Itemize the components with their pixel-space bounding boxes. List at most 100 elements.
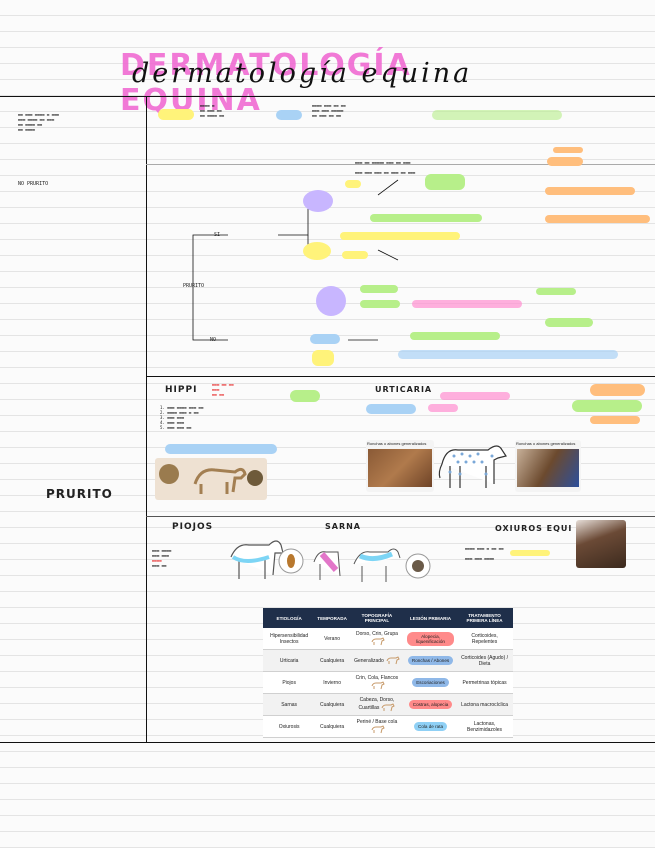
sarna-drawings (313, 548, 431, 582)
header-tratamiento: TRATAMIENTO PRIMERA LÍNEA (456, 608, 513, 628)
section-hipersensibilidad: HIPPI (165, 385, 198, 395)
bubble-purple (303, 190, 333, 212)
highlight-orange (547, 157, 583, 166)
piojos-notes: ▬▬▬ ▬▬▬▬▬▬▬ ▬▬▬▬▬▬▬▬▬▬ ▬▬ (152, 548, 172, 568)
oxiuros-notes: ▬▬▬▬ ▬▬▬ ▬ ▬▬ ▬▬▬▬▬ ▬▬▬ ▬▬▬▬ (465, 546, 504, 561)
header-topografia: TOPOGRAFÍA PRINCIPAL (348, 608, 405, 628)
highlight-orange (590, 384, 645, 396)
lesion-badge: Ronchas / Abones (407, 656, 454, 665)
cell-lesion: Ronchas / Abones (404, 649, 457, 672)
sidebar-note: ▬▬ ▬▬▬ ▬▬▬▬ ▬ ▬▬▬▬▬▬ ▬▬▬▬ ▬▬ ▬▬▬▬▬ ▬▬▬▬ … (18, 112, 59, 132)
margin-line (146, 96, 147, 742)
cell-tratamiento: Corticoides, Repelentes (456, 628, 513, 650)
urticaria-caption-left: Ronchas o abones generalizados (367, 441, 427, 446)
topografia-text: Periné / Base cola (356, 719, 398, 725)
hipp-image (155, 458, 267, 500)
red-note: ▬▬▬ ▬▬ ▬▬▬▬▬▬▬ ▬▬ (212, 382, 234, 397)
highlight-pink (412, 300, 522, 308)
highlight-pink (428, 404, 458, 412)
header-temporada: TEMPORADA (315, 608, 349, 628)
lesion-badge: Alopecia, liquenificación (406, 631, 455, 646)
cell-tratamiento: Permetrinas tópicas (456, 671, 513, 694)
highlight-yellow (342, 251, 368, 259)
cell-lesion: Alopecia, liquenificación (404, 628, 457, 650)
cell-lesion: Escoriaciones (404, 671, 457, 694)
note: ▬▬▬▬ ▬▬▬ ▬▬ ▬▬▬▬▬ ▬▬▬ ▬▬▬▬▬▬▬ ▬▬▬ ▬▬ ▬▬ (312, 103, 346, 118)
cell-topografia: Crin, Cola, Flancos (348, 671, 405, 694)
highlight-orange (545, 215, 650, 223)
section-divider (146, 516, 655, 517)
hipp-notes: 1. ▬▬▬ ▬▬▬▬ ▬▬▬ ▬▬2. ▬▬▬▬ ▬▬▬ ▬ ▬▬3. ▬▬▬… (160, 405, 204, 430)
cell-etiologia: Urticaria (263, 649, 316, 672)
highlight-green (370, 214, 482, 222)
highlight-blue (366, 404, 416, 414)
highlight-green (360, 285, 398, 293)
highlight-green (410, 332, 500, 340)
highlight-green (536, 288, 576, 295)
cell-lesion: Costras, alopecia (404, 693, 457, 716)
cell-topografia: Periné / Base cola (348, 715, 405, 738)
highlight-green (545, 318, 593, 327)
highlight-green (572, 400, 642, 412)
cell-temporada: Verano (315, 628, 349, 650)
sidebar-no-prurito: NO PRURITO (18, 181, 49, 187)
cell-etiologia: Oxiurosis (263, 715, 316, 738)
lesion-badge: Costras, alopecia (408, 700, 453, 709)
tree-root: PRURITO (183, 283, 205, 289)
highlight-pink (440, 392, 510, 400)
highlight-orange (545, 187, 635, 195)
cell-etiologia: Piojos (263, 671, 316, 694)
horse-icon (381, 703, 396, 712)
tree-si: SI (214, 232, 221, 238)
bubble-yellow (303, 242, 331, 260)
cell-temporada: Cualquiera (315, 649, 349, 672)
piojos-horse-drawing (230, 540, 304, 579)
header-etiologia: ETIOLOGÍA (263, 608, 316, 628)
section-divider (146, 376, 655, 377)
cell-topografia: Cabeza, Dorso, Cuartillas (348, 693, 405, 716)
horse-icon (159, 464, 263, 494)
page-title: DERMATOLOGÍA EQUINA dermatología equina (120, 48, 510, 118)
highlight-orange (553, 147, 583, 153)
cell-tratamiento: Corticoides (Agudo) / Dieta (456, 649, 513, 672)
horse-icon (371, 681, 385, 690)
tree-no: NO (210, 337, 217, 343)
sidebar-prurito: PRURITO (46, 487, 113, 501)
section-piojos: PIOJOS (172, 522, 214, 532)
highlight-blue (165, 444, 277, 454)
bubble-purple (316, 286, 346, 316)
cell-etiologia: Hipersensibilidad Insectos (263, 628, 316, 650)
topografia-text: Generalizado (354, 657, 384, 664)
bottom-rule (0, 742, 655, 743)
urticaria-caption-right: Ronchas o abones generalizados (516, 441, 576, 446)
cell-topografia: Generalizado (348, 649, 405, 672)
cell-lesion: Cola de rata (404, 715, 457, 738)
lesion-badge: Cola de rata (414, 722, 448, 731)
section-divider (146, 164, 655, 165)
horse-icon (386, 656, 400, 665)
topografia-text: Crin, Cola, Flancos (355, 675, 399, 681)
top-rule (0, 96, 655, 97)
highlight-green (425, 174, 465, 190)
cell-tratamiento: Lactona macrocíclica (456, 693, 513, 716)
section-urticaria: URTICARIA (375, 385, 433, 394)
tree-notes: ▬▬▬ ▬▬ ▬▬▬▬▬ ▬▬▬ ▬▬ ▬▬▬▬▬▬ ▬▬▬ ▬▬▬ ▬▬ ▬▬… (355, 160, 416, 175)
title-highlight: DERMATOLOGÍA EQUINA (120, 48, 412, 118)
decision-tree (192, 179, 399, 341)
highlight-orange (590, 416, 640, 424)
cell-temporada: Cualquiera (315, 715, 349, 738)
highlight-blue (310, 334, 340, 344)
horse-icon (371, 637, 385, 646)
highlight-yellow (510, 550, 550, 556)
highlight-yellow (312, 350, 334, 366)
section-sarna: SARNA (325, 522, 361, 531)
cell-topografia: Dorso, Crin, Grupa (348, 628, 405, 650)
cell-temporada: Invierno (315, 671, 349, 694)
table-header-row: ETIOLOGÍA TEMPORADA TOPOGRAFÍA PRINCIPAL… (263, 608, 513, 628)
topografia-text: Cabeza, Dorso, Cuartillas (358, 697, 395, 711)
